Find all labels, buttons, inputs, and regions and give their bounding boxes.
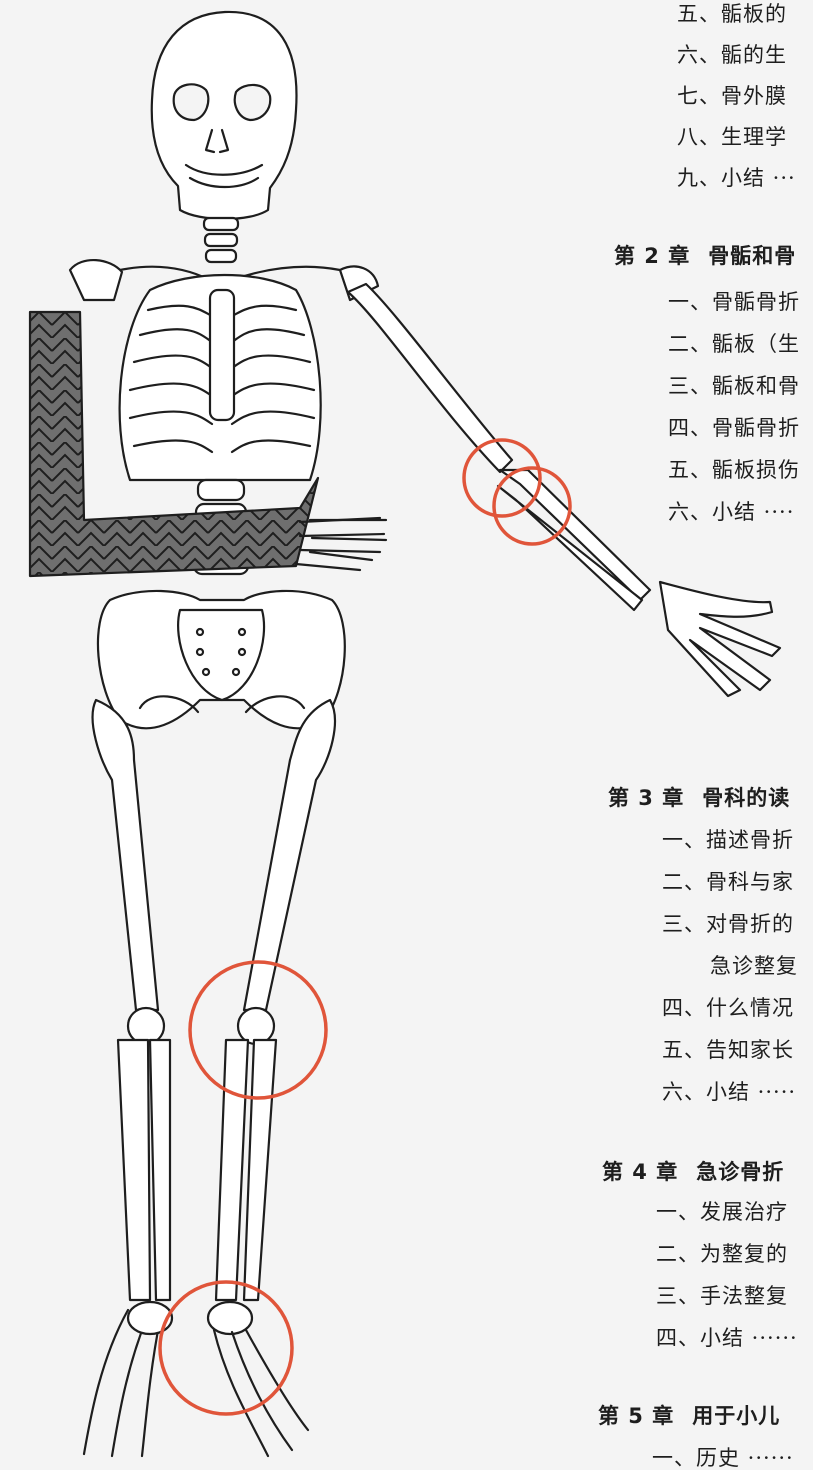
toc-item: 七、骨外膜 [677,84,787,108]
chapter-heading: 第 5 章用于小儿 [598,1404,780,1428]
rib-cage [120,275,321,480]
chapter-number: 第 4 章 [602,1160,678,1184]
chapter-heading: 第 4 章急诊骨折 [602,1160,784,1184]
toc-item: 一、发展治疗 [656,1200,788,1224]
cervical-spine [204,218,238,262]
toc-item: 六、小结 ···· [668,500,794,524]
chapter-title: 骨科的读 [702,786,790,810]
toc-item: 六、骺的生 [677,43,787,67]
toc-item: 三、手法整复 [656,1284,788,1308]
toc-item: 二、骺板（生 [668,332,800,356]
toc-item: 九、小结 ··· [677,166,796,190]
toc-item: 五、告知家长 [662,1038,794,1062]
toc-item: 四、小结 ······ [656,1326,798,1350]
toc-item: 四、骨骺骨折 [668,416,800,440]
chapter-number: 第 3 章 [608,786,684,810]
toc-item: 五、骺板损伤 [668,458,800,482]
toc-item: 二、骨科与家 [662,870,794,894]
chapter-number: 第 5 章 [598,1404,674,1428]
toc-item: 四、什么情况 [662,996,794,1020]
toc-item: 三、骺板和骨 [668,374,800,398]
toc-item: 一、历史 ······ [652,1446,794,1470]
toc-item: 六、小结 ····· [662,1080,796,1104]
chapter-heading: 第 3 章骨科的读 [608,786,790,810]
pelvis [98,591,345,728]
left-hand [310,520,386,560]
toc-item: 五、骺板的 [677,2,787,26]
toc-item: 三、对骨折的 [662,912,794,936]
skull [152,12,297,219]
chapter-title: 急诊骨折 [696,1160,784,1184]
chapter-title: 骨骺和骨 [708,244,796,268]
chapter-title: 用于小儿 [692,1404,780,1428]
toc-item: 八、生理学 [677,125,787,149]
toc-item: 一、骨骺骨折 [668,290,800,314]
right-leg [208,700,335,1456]
chapter-heading: 第 2 章骨骺和骨 [614,244,796,268]
chapter-number: 第 2 章 [614,244,690,268]
toc-item: 一、描述骨折 [662,828,794,852]
toc-item: 二、为整复的 [656,1242,788,1266]
toc-item: 急诊整复 [710,954,798,978]
